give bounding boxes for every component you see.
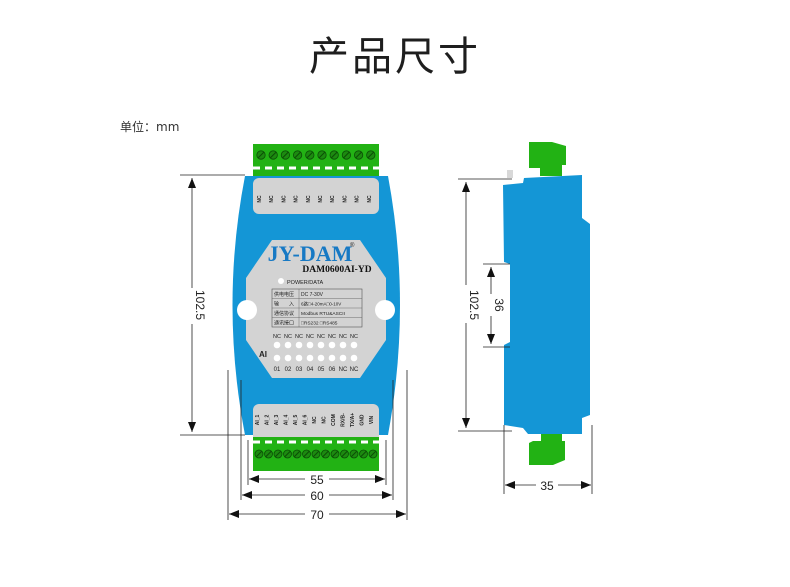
svg-text:55: 55 <box>310 473 324 487</box>
led-icon <box>273 341 281 349</box>
led-icon <box>328 354 336 362</box>
led-top-label: NC <box>284 334 292 340</box>
svg-text:35: 35 <box>540 479 554 493</box>
side-height-dimension: 102.5 <box>458 178 512 432</box>
registered-mark: ® <box>350 242 355 249</box>
led-bottom-label: 01 <box>274 367 281 373</box>
mount-hole-left <box>237 300 257 320</box>
svg-text:102.5: 102.5 <box>193 290 207 320</box>
bottom-terminal-label: AI_6 <box>303 415 309 426</box>
top-terminal-label: NC <box>318 195 324 203</box>
led-icon <box>295 354 303 362</box>
indicator-label: POWER/DATA <box>287 280 323 286</box>
svg-text:DC 7-30V: DC 7-30V <box>301 292 324 298</box>
top-terminal-label: NC <box>294 195 300 203</box>
model-number: DAM0600AI-YD <box>302 265 371 275</box>
bottom-terminal-label: AI_3 <box>274 415 280 426</box>
unit-label: 单位：mm <box>120 120 180 134</box>
svg-text:Modbus RTU&ASCII: Modbus RTU&ASCII <box>301 311 345 317</box>
svg-text:60: 60 <box>310 489 324 503</box>
bottom-terminal-block <box>253 437 379 471</box>
led-top-label: NC <box>306 334 314 340</box>
width-dimensions: 55 60 70 <box>227 370 408 522</box>
side-depth-dimension: 35 <box>503 425 593 494</box>
bottom-terminal-label: GND <box>360 414 366 426</box>
top-terminal-label: NC <box>355 195 361 203</box>
led-icon <box>350 341 358 349</box>
led-icon <box>317 354 325 362</box>
side-bottom-terminal <box>529 434 565 465</box>
bottom-label-strip <box>253 404 379 442</box>
led-icon <box>284 341 292 349</box>
led-icon <box>339 341 347 349</box>
led-top-label: NC <box>317 334 325 340</box>
housing-side <box>503 175 590 434</box>
bottom-terminal-label: NC <box>322 416 328 424</box>
top-terminal-label: NC <box>306 195 312 203</box>
side-top-terminal <box>529 142 566 176</box>
svg-text:供电电压: 供电电压 <box>274 291 294 298</box>
front-height-dimension: 102.5 <box>180 174 245 436</box>
bottom-terminal-label: AI_5 <box>293 415 299 426</box>
led-icon <box>339 354 347 362</box>
led-icon <box>350 354 358 362</box>
bottom-terminal-label: AI_4 <box>284 415 290 426</box>
top-terminal-label: NC <box>342 195 348 203</box>
led-icon <box>273 354 281 362</box>
led-icon <box>328 341 336 349</box>
top-label-strip <box>253 178 379 214</box>
side-view: 102.5 36 35 <box>458 142 593 494</box>
spec-table: 供电电压 DC 7-30V 输 入 6路□4-20mA□0-10V 通信协议 M… <box>271 288 363 328</box>
svg-text:36: 36 <box>492 298 506 312</box>
bottom-terminal-label: COM <box>331 414 337 426</box>
led-group-label: AI <box>259 350 267 359</box>
brand-logo: JY-DAM <box>268 241 353 266</box>
bottom-terminal-label: NC <box>312 416 318 424</box>
bottom-terminal-label: TX/A+ <box>350 413 356 427</box>
led-bottom-label: 06 <box>329 367 336 373</box>
led-icon <box>295 341 303 349</box>
rail-slot-dimension: 36 <box>483 263 510 348</box>
top-terminal-label: NC <box>330 195 336 203</box>
led-bottom-label: 02 <box>285 367 292 373</box>
led-bottom-label: NC <box>350 367 359 373</box>
svg-text:输 入: 输 入 <box>274 301 294 308</box>
bottom-terminal-label: RX/B- <box>341 413 347 427</box>
led-top-label: NC <box>350 334 358 340</box>
svg-text:70: 70 <box>310 508 324 522</box>
svg-text:通信协议: 通信协议 <box>274 310 294 317</box>
power-led-icon <box>278 278 284 284</box>
led-bottom-label: 05 <box>318 367 325 373</box>
led-bottom-label: NC <box>339 367 348 373</box>
bottom-terminal-label: AI_1 <box>255 415 261 426</box>
mount-hole-right <box>375 300 395 320</box>
led-top-label: NC <box>295 334 303 340</box>
top-terminal-label: NC <box>269 195 275 203</box>
bottom-terminal-label: AI_2 <box>265 415 271 426</box>
top-terminal-label: NC <box>367 195 373 203</box>
led-icon <box>284 354 292 362</box>
top-terminal-label: NC <box>281 195 287 203</box>
svg-text:102.5: 102.5 <box>467 290 481 320</box>
page-title: 产品尺寸 <box>309 34 481 80</box>
svg-text:□RS232 □RS485: □RS232 □RS485 <box>301 321 338 327</box>
bottom-terminal-label: VIN <box>369 415 375 424</box>
led-top-label: NC <box>328 334 336 340</box>
svg-text:通讯接口: 通讯接口 <box>274 320 294 327</box>
led-top-label: NC <box>339 334 347 340</box>
led-icon <box>306 341 314 349</box>
led-icon <box>317 341 325 349</box>
led-bottom-label: 04 <box>307 367 314 373</box>
top-terminal-block <box>253 144 379 176</box>
top-terminal-label: NC <box>257 195 263 203</box>
led-top-label: NC <box>273 334 281 340</box>
center-panel <box>246 240 386 378</box>
led-icon <box>306 354 314 362</box>
led-bottom-label: 03 <box>296 367 303 373</box>
svg-text:6路□4-20mA□0-10V: 6路□4-20mA□0-10V <box>301 301 341 308</box>
